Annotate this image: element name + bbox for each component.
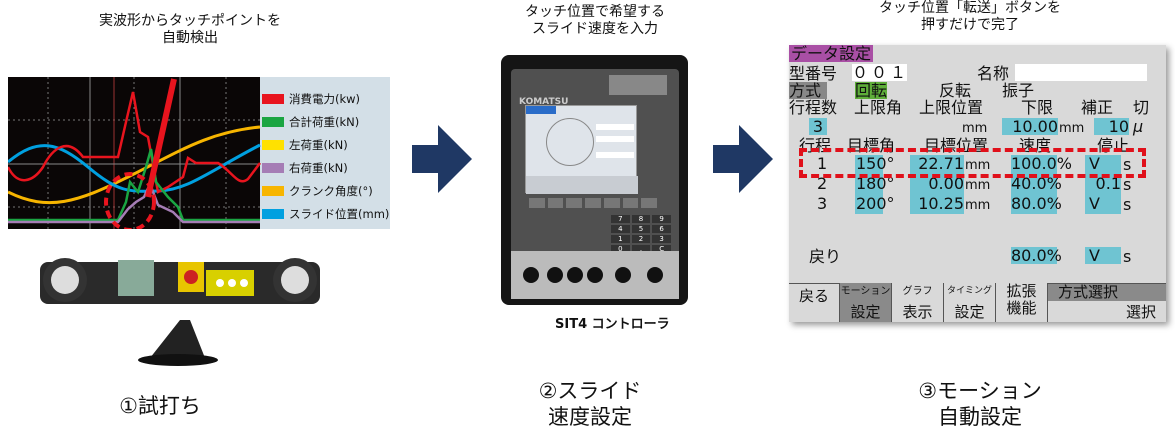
key[interactable]: C [652,245,671,253]
method-pendulum[interactable]: 振子 [1002,81,1035,100]
header: 下限 [1021,98,1054,117]
menu-extended[interactable]: 拡張機能 [995,283,1047,322]
stop[interactable]: 0.1 [1095,174,1121,193]
header: 補正 [1081,98,1114,117]
key[interactable]: 2 [631,235,651,243]
return-speed-input[interactable]: 80.0% [1011,246,1062,265]
unit: mm [962,121,988,136]
target-position[interactable]: 22.71 [918,154,964,173]
speed[interactable]: 80.0% [1011,194,1062,213]
unit: mm [965,198,991,213]
highlight-row-box [799,148,1146,178]
return-stop-input[interactable]: V [1085,247,1121,264]
legend-item: スライド位置(mm) [262,206,389,222]
unit: s [1123,175,1132,194]
unit: mm [965,158,991,173]
speed[interactable]: 40.0% [1011,174,1062,193]
method-rotate[interactable]: 回転 [855,81,888,100]
name-label: 名称 [977,64,1010,83]
stop[interactable]: V [1089,194,1100,213]
target-angle[interactable]: 180° [856,174,895,193]
header: 行程数 [789,98,838,117]
callout-pointer [145,78,177,198]
key[interactable]: 1 [611,235,630,243]
return-label: 戻り [809,247,842,266]
method-label: 方式 [789,82,827,99]
stroke-number: 1 [817,154,828,173]
data-settings-screen: データ設定 型番号 ００１ 名称 方式 回転 反転 振子 行程数 上限角 上限位… [789,45,1166,322]
legend-item: 右荷重(kN) [262,160,348,176]
step3-label: ③モーション自動設定 [918,379,1042,429]
series-total [8,148,260,222]
target-angle[interactable]: 200° [856,194,895,213]
speed[interactable]: 100.0% [1011,154,1073,173]
unit: s [1123,195,1132,214]
screen-title: データ設定 [789,45,874,63]
key[interactable]: 0 [611,245,630,253]
unit: s [1123,155,1132,174]
header: 上限角 [854,98,903,117]
key[interactable]: 3 [652,235,671,243]
target-angle[interactable]: 150° [856,154,895,173]
menu-back[interactable]: 戻る [789,283,839,322]
controller-display [525,105,638,194]
model-number-input[interactable]: ００１ [852,63,910,82]
stop[interactable]: V [1089,154,1100,173]
unit: mm [965,178,991,193]
header: 切 [1133,98,1150,117]
name-input[interactable] [1015,64,1147,81]
stroke-count-input[interactable]: 3 [809,118,827,135]
correction-input[interactable]: 10 [1094,118,1129,135]
key[interactable]: 8 [631,215,651,223]
legend-item: 左荷重(kN) [262,137,348,153]
method-select-label: 方式選択 [1048,284,1166,301]
key[interactable]: . [631,245,651,253]
stroke-number: 2 [817,174,828,193]
step2-caption: タッチ位置で希望するスライド速度を入力 [525,4,665,37]
model-label: 型番号 [789,64,838,83]
method-select-area: 方式選択 選択 [1047,283,1166,322]
waveform-chart: 消費電力(kw) 合計荷重(kN) 左荷重(kN) 右荷重(kN) クランク角度… [8,77,390,229]
target-position[interactable]: 0.00 [928,174,964,193]
menu-motion-settings[interactable]: モーション設定 [839,283,891,322]
sensor-device-photo [30,250,330,370]
method-reverse[interactable]: 反転 [939,81,972,100]
step2-label: ②スライド速度設定 [538,379,642,429]
select-button[interactable]: 選択 [1125,303,1156,321]
legend-item: クランク角度(°) [262,183,373,199]
touch-point-circle [104,172,156,229]
header: 上限位置 [919,98,984,117]
unit: mm [1059,121,1085,136]
unit: s [1123,247,1132,266]
key[interactable]: 4 [611,225,630,233]
unit: μ [1133,117,1144,136]
brand-logo: KOMATSU [519,97,569,107]
key[interactable]: 6 [652,225,671,233]
menu-timing[interactable]: タイミング設定 [943,283,995,322]
menu-graph[interactable]: グラフ表示 [891,283,943,322]
device-label: SIT4 コントローラ [555,317,670,332]
key[interactable]: 5 [631,225,651,233]
step1-label: ①試打ち [119,394,201,418]
series-power [8,91,261,194]
lower-limit-input[interactable]: 10.00 [1002,118,1058,135]
key[interactable]: 7 [611,215,630,223]
callout-text: 実波形からタッチポイントを自動検出 [99,13,281,46]
target-position[interactable]: 10.25 [918,194,964,213]
series-slide [8,143,261,193]
step3-caption: タッチ位置「転送」ボタンを押すだけで完了 [879,0,1061,33]
legend-item: 合計荷重(kN) [262,114,359,130]
key[interactable]: 9 [652,215,671,223]
legend-item: 消費電力(kw) [262,91,360,107]
series-crank [8,125,261,205]
stroke-number: 3 [817,194,828,213]
